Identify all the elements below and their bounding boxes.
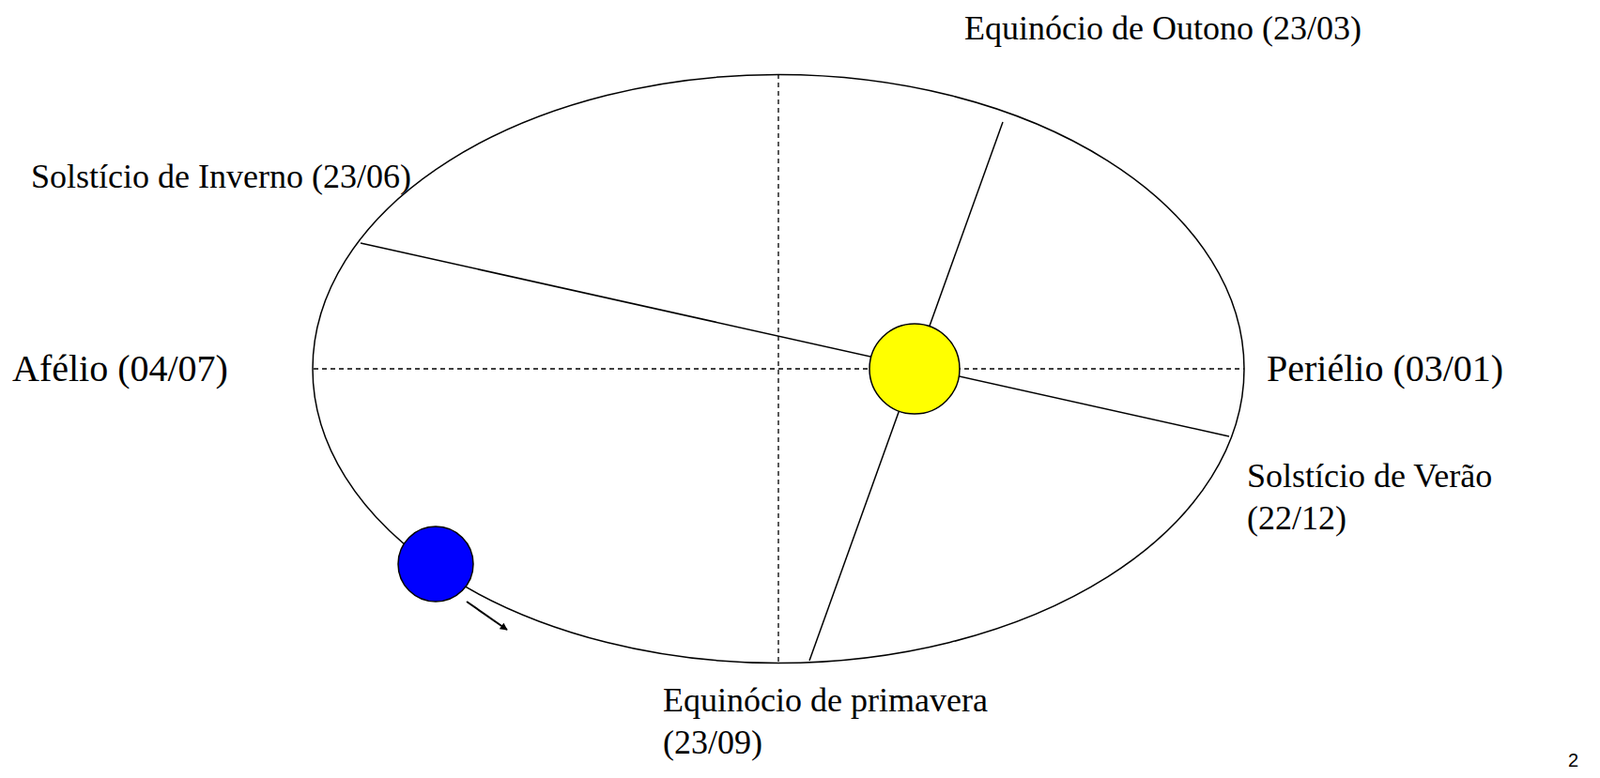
solstice-label: Solstício de Verão (22/12) (1246, 455, 1595, 540)
perihelion-label: Periélio (03/01) (1266, 346, 1504, 392)
major-axis (313, 368, 1245, 370)
aphelion-label: Afélio (04/07) (12, 346, 229, 392)
page-number: 2 (1568, 749, 1579, 772)
earth-circle (398, 526, 474, 602)
orbit-ellipse (312, 75, 1245, 664)
solstice-line (360, 243, 1230, 437)
solstice-label: Solstício de Inverno (23/06) (30, 155, 426, 199)
equinox-label: Equinócio de primavera (23/09) (662, 679, 1001, 765)
equinox-label: Equinócio de Outono (23/03) (964, 7, 1378, 50)
sun-circle (869, 323, 960, 415)
motion-arrow (466, 601, 508, 631)
equinox-line (809, 122, 1003, 662)
